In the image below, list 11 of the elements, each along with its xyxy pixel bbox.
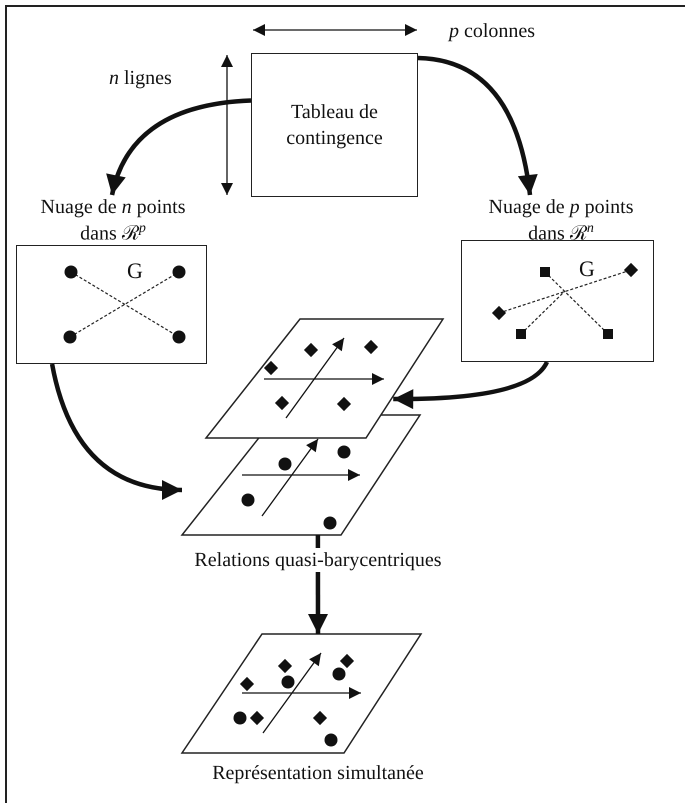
cloud-heading: Nuage de p points dans ℛ$^{n}$ [488, 195, 634, 247]
arrow [418, 56, 538, 196]
centroid-label: G [579, 258, 595, 280]
arrow [107, 98, 252, 196]
table-box [251, 53, 418, 197]
arrow [50, 364, 182, 499]
box-title: Tableau de contingence [285, 100, 384, 151]
arrow [393, 360, 549, 409]
centroid-label: G [127, 260, 143, 282]
node-label: Représentation simultanée [212, 762, 424, 785]
cloud-heading: Nuage de n points dans ℛ$^{p}$ [40, 195, 186, 247]
